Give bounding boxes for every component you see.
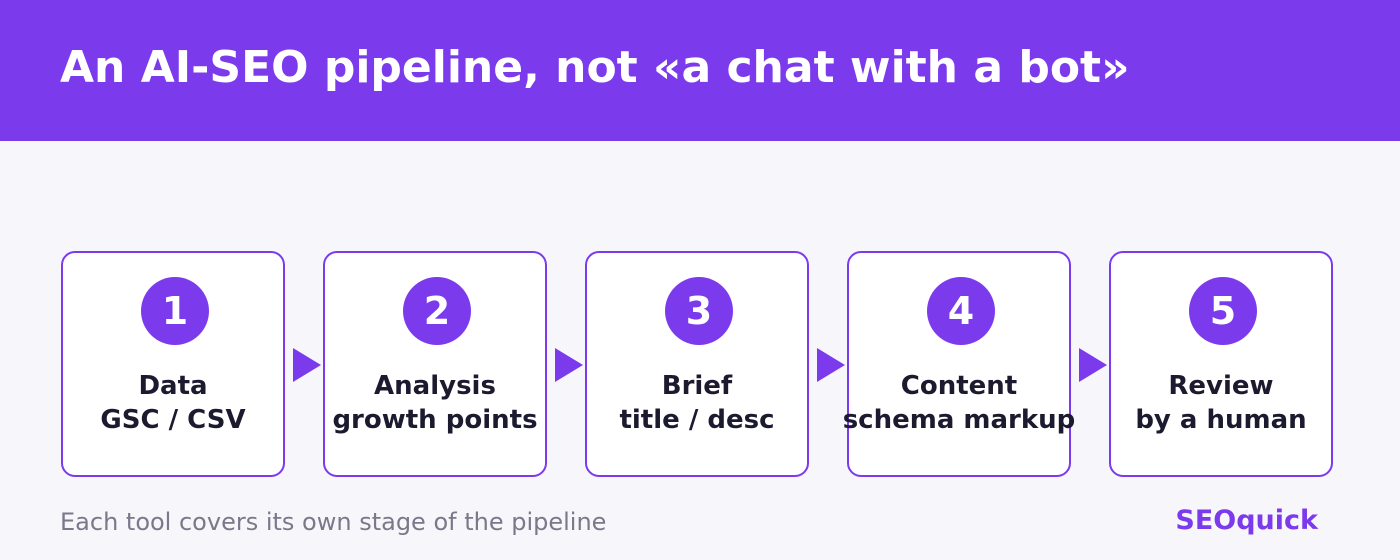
stage-number-badge: 2 xyxy=(403,277,471,345)
stage-title: Brief xyxy=(661,371,733,401)
footer-note: Each tool covers its own stage of the pi… xyxy=(60,508,607,536)
stage-subtitle: title / desc xyxy=(619,405,775,435)
stage-title: Content xyxy=(900,371,1018,401)
stage-card-1: 1 Data GSC / CSV xyxy=(61,251,285,477)
stage-number-badge: 1 xyxy=(141,277,209,345)
stage-label: Review by a human xyxy=(1099,369,1343,437)
stage-label: Brief title / desc xyxy=(575,369,819,437)
stage-subtitle: growth points xyxy=(332,405,538,435)
stage-subtitle: by a human xyxy=(1135,405,1307,435)
header-banner: An AI-SEO pipeline, not «a chat with a b… xyxy=(0,0,1400,141)
arrow-right-icon xyxy=(817,348,845,382)
arrow-right-icon xyxy=(1079,348,1107,382)
stage-label: Data GSC / CSV xyxy=(51,369,295,437)
arrow-right-icon xyxy=(293,348,321,382)
stage-title: Data xyxy=(138,371,208,401)
stage-number-badge: 3 xyxy=(665,277,733,345)
stage-card-5: 5 Review by a human xyxy=(1109,251,1333,477)
stage-number-badge: 5 xyxy=(1189,277,1257,345)
stage-subtitle: GSC / CSV xyxy=(100,405,246,435)
arrow-right-icon xyxy=(555,348,583,382)
stage-label: Analysis growth points xyxy=(313,369,557,437)
page-title: An AI-SEO pipeline, not «a chat with a b… xyxy=(60,42,1130,93)
stage-label: Content schema markup xyxy=(837,369,1081,437)
stage-number-badge: 4 xyxy=(927,277,995,345)
stage-title: Analysis xyxy=(374,371,496,401)
stage-title: Review xyxy=(1168,371,1274,401)
stage-subtitle: schema markup xyxy=(842,405,1076,435)
stage-card-4: 4 Content schema markup xyxy=(843,251,1075,477)
stage-card-2: 2 Analysis growth points xyxy=(323,251,547,477)
stage-card-3: 3 Brief title / desc xyxy=(585,251,809,477)
brand-logo-text: SEOquick xyxy=(1175,505,1318,536)
